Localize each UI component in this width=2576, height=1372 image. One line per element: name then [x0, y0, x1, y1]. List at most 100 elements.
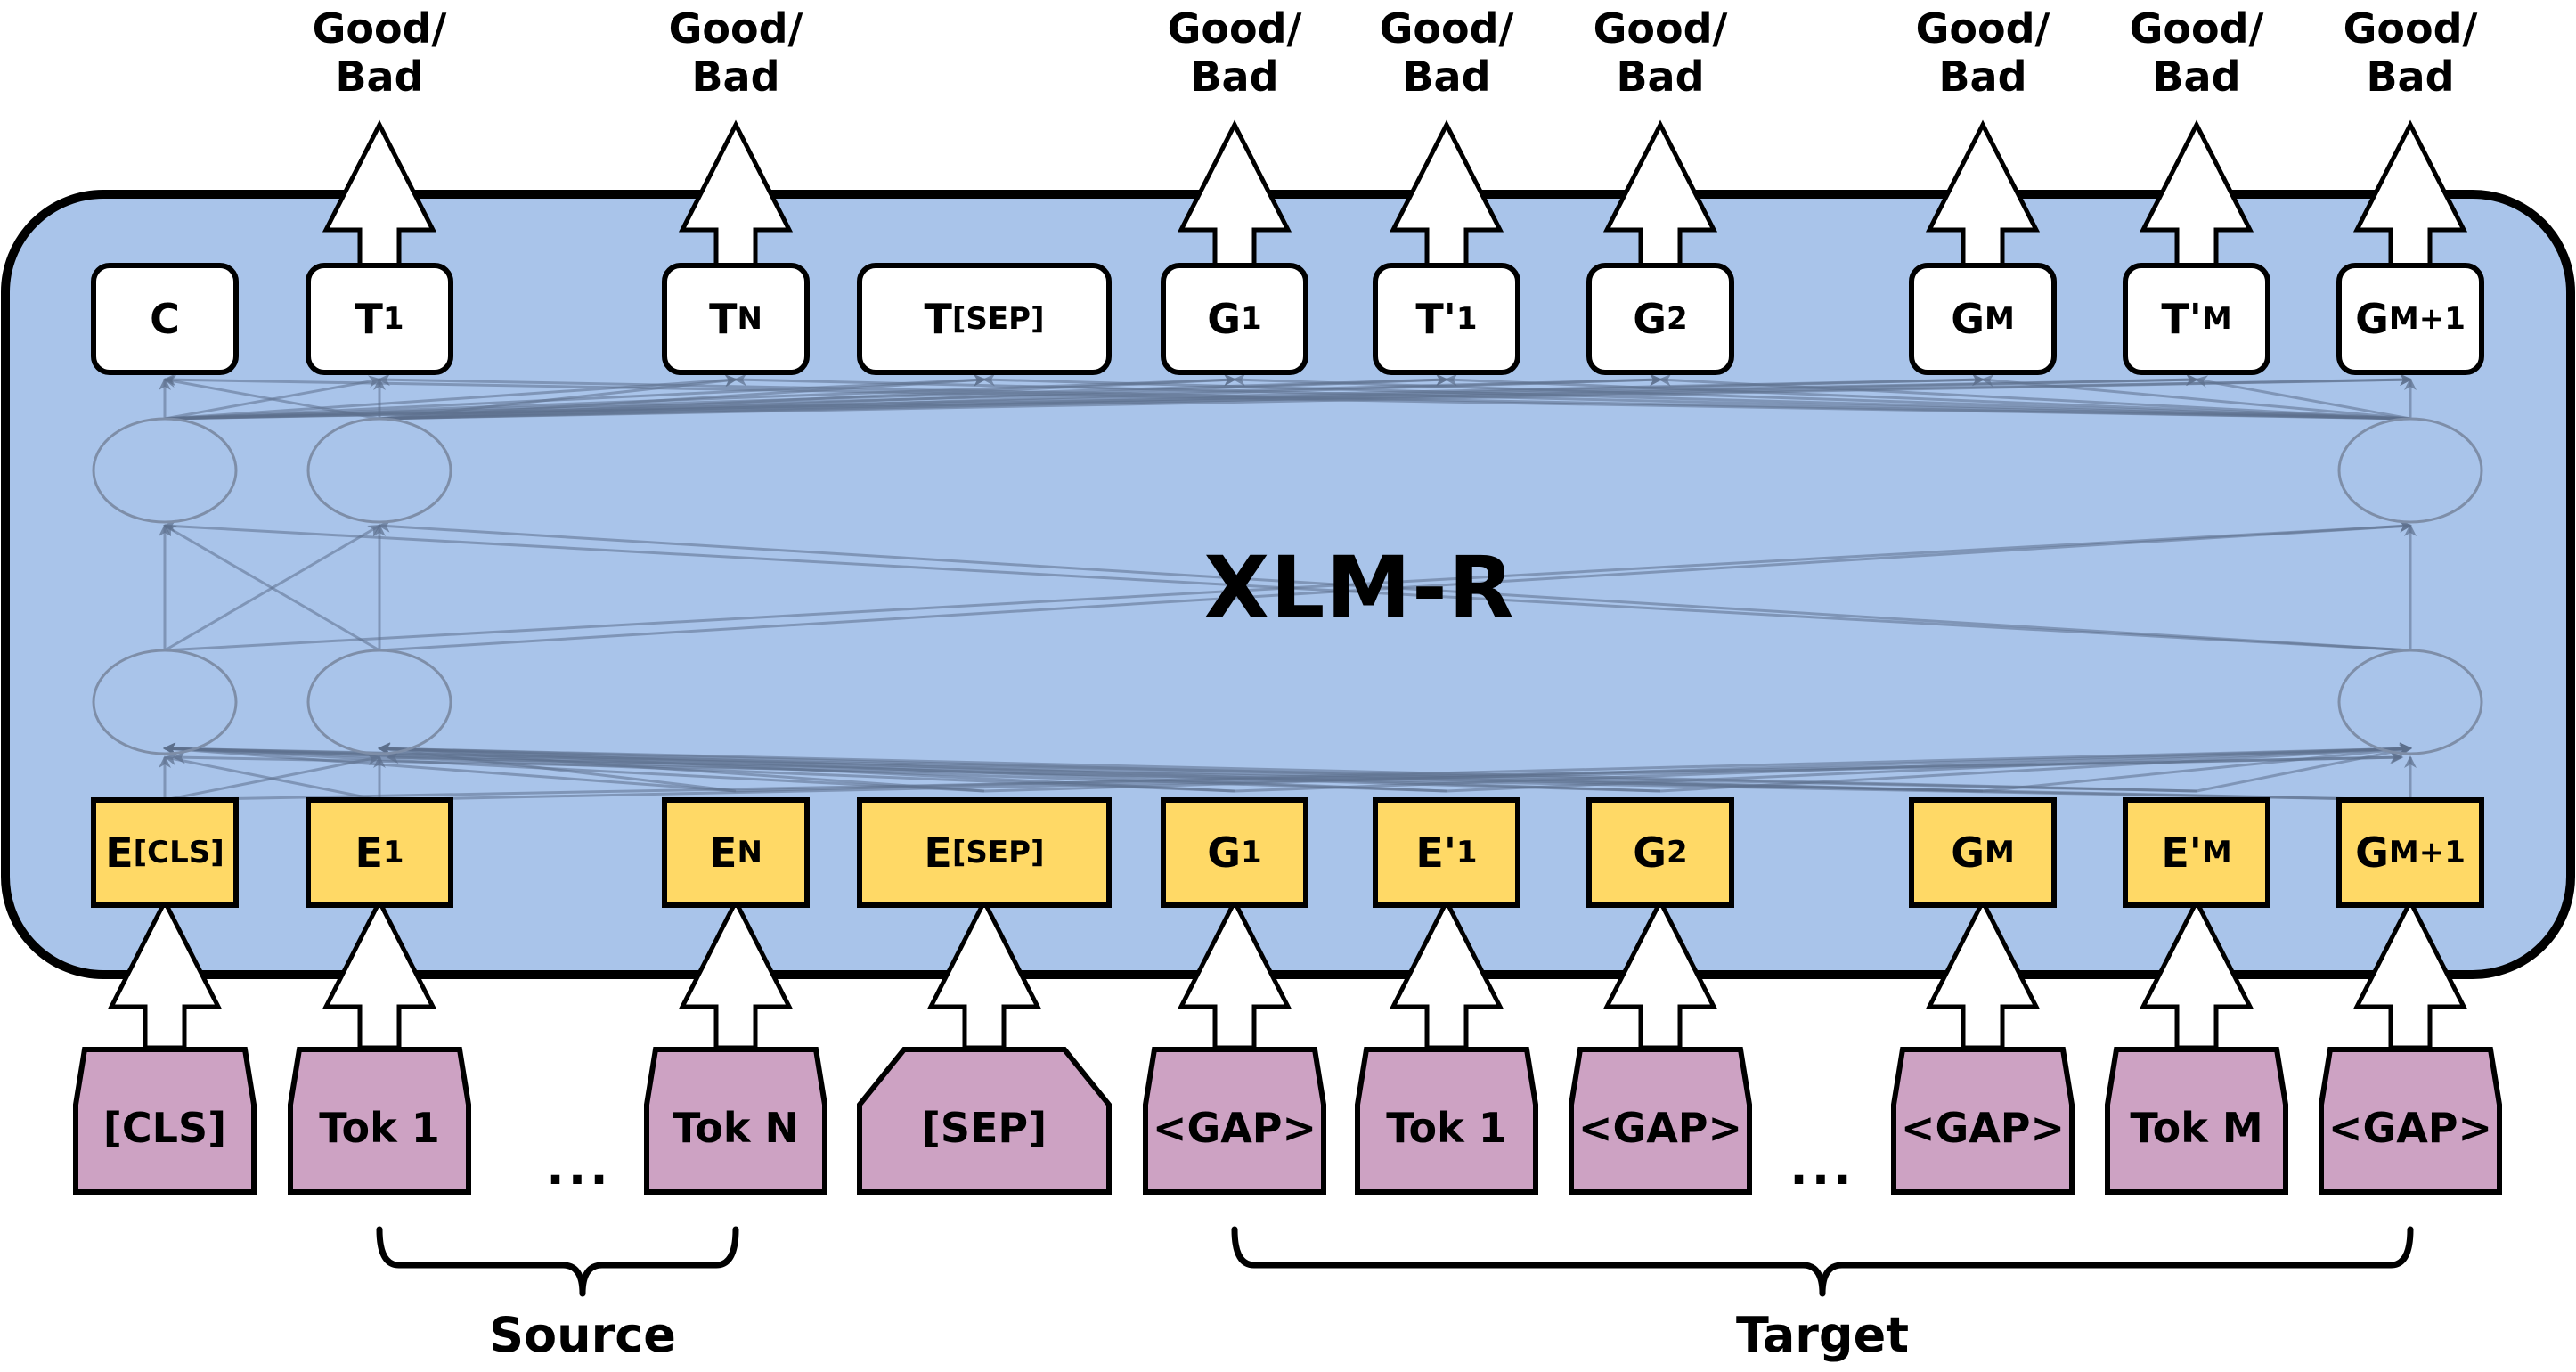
attention-line [163, 519, 2411, 652]
label-main: G [2355, 829, 2389, 877]
embedding-box [2123, 797, 2270, 908]
output-label-line2: Bad [1402, 53, 1491, 101]
output-label-line2: Bad [691, 53, 780, 101]
token-label: <GAP> [1577, 1104, 1743, 1152]
output-label-good-bad: Good/Bad [2099, 0, 2295, 105]
label-main: G [1207, 829, 1242, 877]
label-main: E [105, 829, 134, 877]
embedding-box [1161, 797, 1308, 908]
output-label-good-bad: Good/Bad [281, 0, 477, 105]
token-label: Tok M [2130, 1104, 2263, 1152]
output-label-line1: Good/ [2129, 4, 2264, 53]
token-box [2319, 1047, 2502, 1195]
attention-layer [92, 373, 2483, 802]
embedding-box [1909, 797, 2057, 908]
output-box [2336, 263, 2484, 375]
brace [1231, 1226, 2414, 1297]
brace [376, 1226, 739, 1297]
token-box [857, 1047, 1112, 1195]
attention-line [1981, 374, 2411, 421]
attention-line [164, 753, 380, 802]
output-box [91, 263, 239, 375]
ellipsis-text: ... [1789, 1139, 1855, 1196]
token-label: <GAP> [2327, 1104, 2493, 1152]
output-label-line1: Good/ [312, 4, 447, 53]
output-label-line2: Bad [2152, 53, 2241, 101]
label-main: T' [1415, 295, 1456, 343]
output-box [1909, 263, 2057, 375]
output-box [1161, 263, 1308, 375]
output-label-line1: Good/ [668, 4, 803, 53]
attention-line [1233, 373, 2411, 421]
transformer-node [92, 649, 238, 755]
token-box [2105, 1047, 2288, 1195]
label-main: G [1951, 829, 1985, 877]
output-box [2123, 263, 2270, 375]
attention-line [1659, 742, 2412, 793]
embedding-box [857, 797, 1112, 908]
token-label: [SEP] [921, 1104, 1048, 1152]
brace-label-source: Source [489, 1306, 676, 1363]
attention-line [378, 373, 2411, 421]
token-box [288, 1047, 471, 1195]
label-main: G [2355, 295, 2389, 343]
label-main: T [355, 295, 383, 343]
attention-line [982, 373, 2411, 421]
output-box [1586, 263, 1734, 375]
transformer-node [306, 649, 452, 755]
attention-line [2195, 375, 2411, 421]
embedding-box-label: E'1 [1415, 829, 1478, 877]
output-label-line2: Bad [1616, 53, 1705, 101]
output-label-good-bad: Good/Bad [638, 0, 834, 105]
label-main: G [1951, 295, 1985, 343]
embedding-box-label: E[CLS] [105, 829, 224, 877]
output-box-label: T[SEP] [924, 295, 1045, 343]
ellipsis-text: ... [546, 1139, 612, 1196]
label-main: E [924, 829, 952, 877]
label-main: C [150, 295, 180, 343]
output-label-good-bad: Good/Bad [1885, 0, 2081, 105]
embedding-box-label: E'M [2161, 829, 2232, 877]
label-main: G [1207, 295, 1242, 343]
token-label: [CLS] [102, 1104, 227, 1152]
label-main: T [709, 295, 738, 343]
embedding-box [306, 797, 453, 908]
attention-line [163, 524, 380, 652]
attention-line [378, 519, 2411, 652]
output-label-line2: Bad [335, 53, 424, 101]
output-label-good-bad: Good/Bad [1137, 0, 1333, 105]
braces-layer [376, 1226, 2414, 1297]
output-label-line1: Good/ [1593, 4, 1728, 53]
token-box [1891, 1047, 2075, 1195]
attention-line [163, 742, 737, 793]
output-box-label: T'M [2161, 295, 2232, 343]
output-label-good-bad: Good/Bad [1349, 0, 1545, 105]
output-label-line2: Bad [1938, 53, 2027, 101]
attention-line [163, 375, 380, 421]
label-main: T' [2161, 295, 2202, 343]
output-label-line1: Good/ [1379, 4, 1514, 53]
output-label-good-bad: Good/Bad [2312, 0, 2508, 105]
embedding-box [2336, 797, 2484, 908]
output-box [1373, 263, 1520, 375]
embedding-box [662, 797, 810, 908]
token-box [1143, 1047, 1326, 1195]
output-label-line1: Good/ [2343, 4, 2478, 53]
label-main: E' [1415, 829, 1456, 877]
embedding-box [91, 797, 239, 908]
token-box [1355, 1047, 1538, 1195]
token-label: Tok 1 [1386, 1104, 1507, 1152]
output-box [662, 263, 810, 375]
output-label-good-bad: Good/Bad [1562, 0, 1758, 105]
attention-line [164, 373, 986, 421]
output-label-line2: Bad [2366, 53, 2455, 101]
output-label-line2: Bad [1190, 53, 1279, 101]
